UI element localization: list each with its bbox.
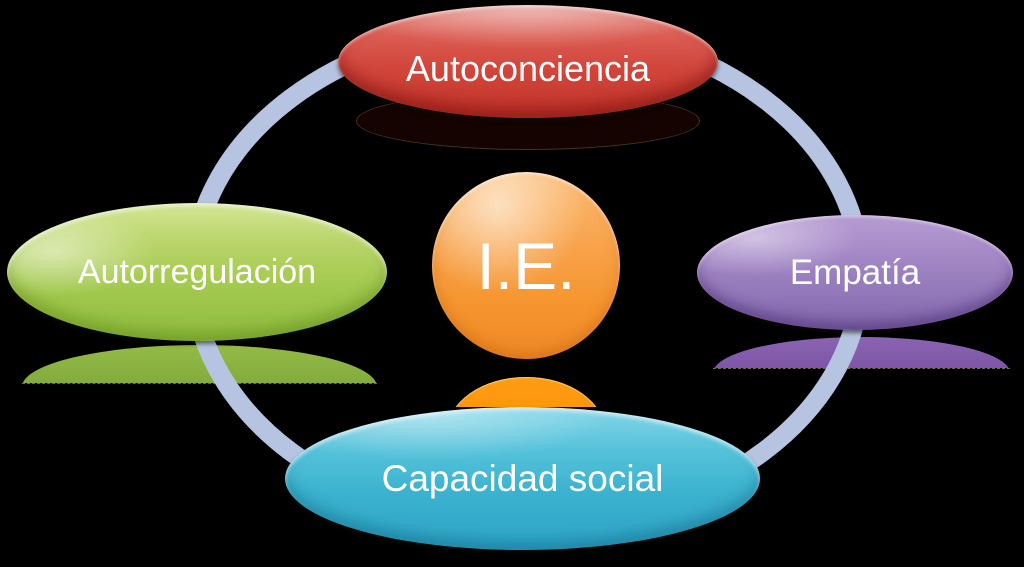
node-autoconciencia: Autoconciencia bbox=[338, 5, 718, 118]
node-capacidad-social-label: Capacidad social bbox=[381, 457, 664, 499]
right-node-reflection bbox=[713, 337, 1010, 369]
center-node-reflection bbox=[447, 377, 605, 407]
node-center-ie-label: I.E. bbox=[476, 228, 576, 303]
node-empatia: Empatía bbox=[697, 215, 1013, 330]
node-empatia-label: Empatía bbox=[789, 252, 921, 292]
node-autoconciencia-label: Autoconciencia bbox=[405, 47, 651, 89]
node-autorregulacion: Autorregulación bbox=[7, 203, 387, 341]
node-center-ie: I.E. bbox=[432, 172, 620, 359]
node-capacidad-social: Capacidad social bbox=[285, 407, 760, 550]
node-autorregulacion-label: Autorregulación bbox=[77, 252, 317, 291]
